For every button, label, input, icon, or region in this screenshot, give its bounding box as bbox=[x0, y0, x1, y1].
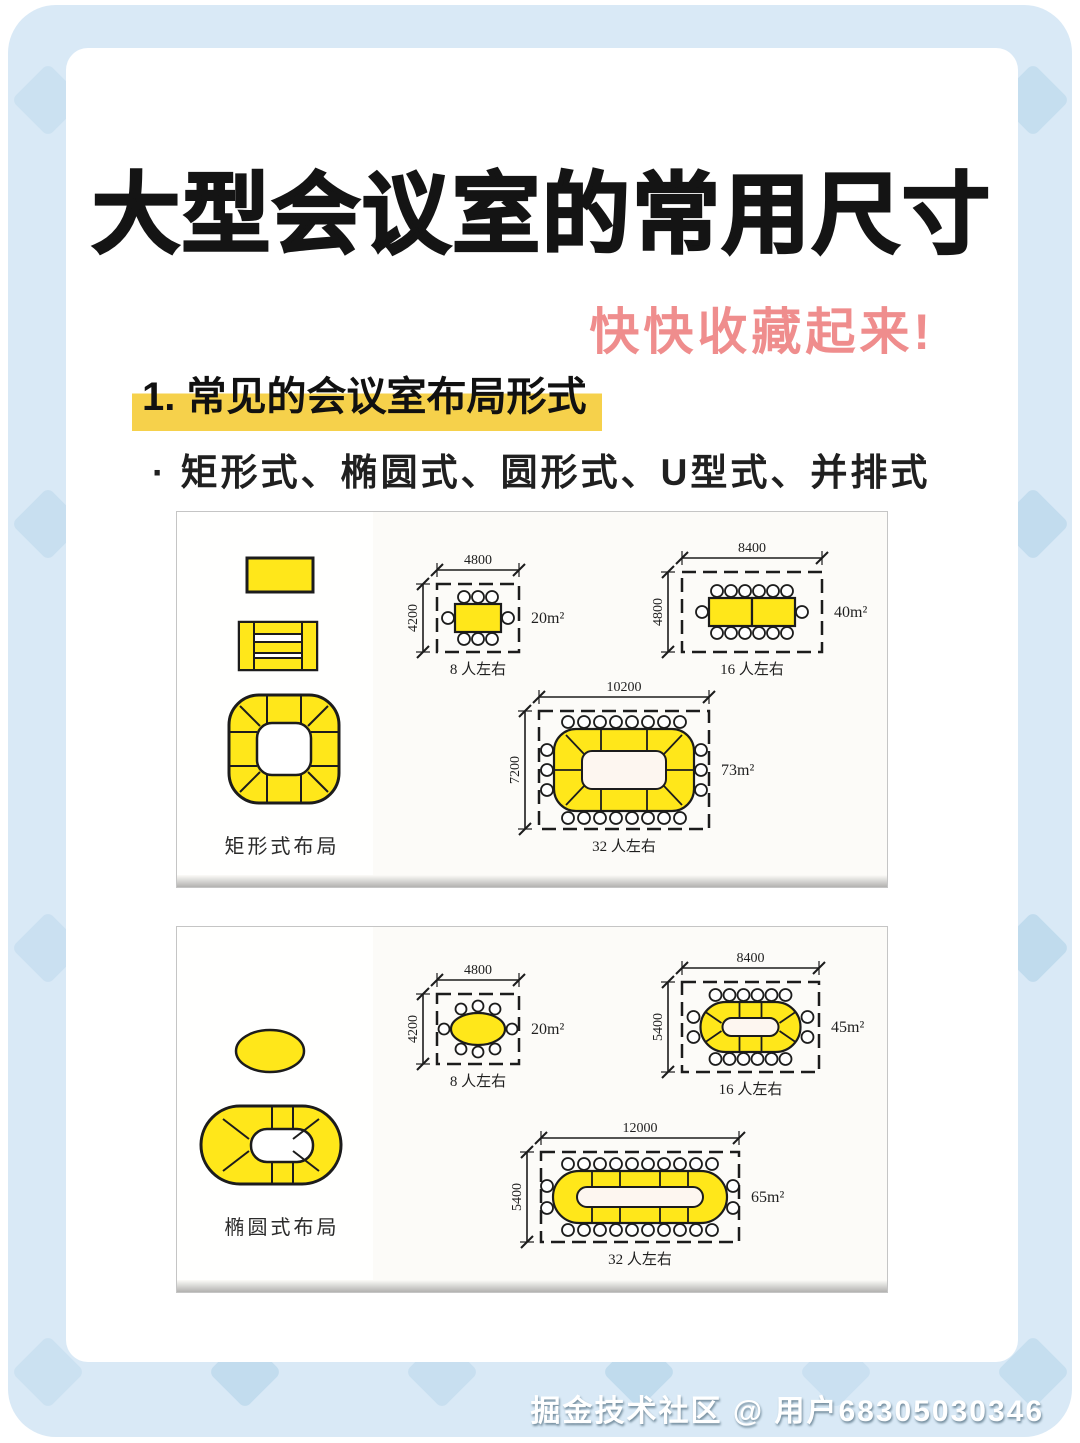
table-shape bbox=[686, 988, 815, 1066]
chairs-group bbox=[695, 584, 809, 640]
section-heading: 1. 常见的会议室布局形式 bbox=[132, 362, 603, 431]
capacity-label: 8 人左右 bbox=[450, 1073, 506, 1090]
table-shape bbox=[441, 590, 515, 646]
section-heading-text: 1. 常见的会议室布局形式 bbox=[132, 362, 603, 431]
content-card: 大型会议室的常用尺寸 快快收藏起来! 1. 常见的会议室布局形式 · 矩形式、椭… bbox=[66, 48, 1018, 1362]
dimension-height: 4200 bbox=[406, 577, 430, 659]
room-diagram-ellipse-table: 4800 4200 20m² 8 人左右 bbox=[406, 963, 564, 1090]
table-shape bbox=[540, 715, 708, 825]
width-dimension-label: 8400 bbox=[737, 951, 765, 966]
dimension-height: 4800 bbox=[651, 565, 675, 659]
table-shape bbox=[540, 1157, 740, 1237]
height-dimension-label: 5400 bbox=[651, 1013, 666, 1041]
room-boundary bbox=[539, 1150, 741, 1244]
dimension-width: 8400 bbox=[675, 951, 826, 975]
room-boundary bbox=[680, 570, 824, 654]
ellipse-table-icon bbox=[234, 1028, 306, 1074]
chairs-group bbox=[686, 988, 815, 1066]
room-boundary bbox=[435, 992, 521, 1066]
width-dimension-label: 12000 bbox=[623, 1122, 658, 1136]
capacity-label: 32 人左右 bbox=[608, 1251, 672, 1268]
capacity-label: 32 人左右 bbox=[592, 838, 656, 855]
area-label: 20m² bbox=[531, 1021, 564, 1038]
layout-types-line: · 矩形式、椭圆式、圆形式、U型式、并排式 bbox=[152, 452, 931, 493]
sectioned-rect-table-icon bbox=[237, 620, 319, 672]
room-diagram-long-oval-ring-table: 12000 5400 65m² 32 人左右 bbox=[510, 1122, 784, 1268]
rect-ring-table-icon bbox=[227, 693, 341, 805]
oval-ring-table-icon bbox=[199, 1104, 343, 1186]
area-label: 73m² bbox=[721, 762, 754, 779]
height-dimension-label: 4200 bbox=[406, 604, 421, 632]
dimension-width: 8400 bbox=[675, 541, 829, 565]
height-dimension-label: 4200 bbox=[406, 1015, 421, 1043]
rect-layout-legend bbox=[227, 556, 341, 805]
dimension-height: 7200 bbox=[508, 704, 532, 836]
height-dimension-label: 4800 bbox=[651, 598, 666, 626]
dimension-width: 12000 bbox=[534, 1122, 746, 1145]
capacity-label: 16 人左右 bbox=[719, 1081, 783, 1098]
room-diagram-rect-table: 4800 4200 20m² 8 人左右 bbox=[406, 553, 564, 678]
room-diagram-oval-ring-table: 8400 5400 45m² 16 人左右 bbox=[651, 951, 864, 1098]
chairs-group bbox=[441, 590, 515, 646]
height-dimension-label: 5400 bbox=[510, 1183, 525, 1211]
chairs-group bbox=[540, 1157, 740, 1237]
room-boundary bbox=[537, 709, 711, 831]
oval-layout-panel: 椭圆式布局 4800 4200 20m² 8 人左右 8400 5400 45m² 16 人左… bbox=[176, 926, 888, 1293]
legend-label-oval: 椭圆式布局 bbox=[224, 1217, 340, 1239]
watermark: 掘金技术社区 @ 用户68305030346 bbox=[530, 1395, 1044, 1428]
chairs-group bbox=[437, 999, 519, 1059]
height-dimension-label: 7200 bbox=[508, 756, 523, 784]
rect-layout-panel: 矩形式布局 4800 4200 20m² 8 人左右 8400 4800 40m² 16 人左… bbox=[176, 511, 888, 888]
dimension-height: 5400 bbox=[510, 1145, 534, 1249]
table-shape bbox=[437, 999, 519, 1059]
dimension-width: 4800 bbox=[430, 963, 526, 987]
area-label: 65m² bbox=[751, 1189, 784, 1206]
width-dimension-label: 4800 bbox=[464, 553, 492, 568]
width-dimension-label: 10200 bbox=[607, 680, 642, 695]
area-label: 45m² bbox=[831, 1019, 864, 1036]
dimension-height: 5400 bbox=[651, 975, 675, 1079]
dimension-width: 10200 bbox=[532, 680, 716, 704]
area-label: 20m² bbox=[531, 610, 564, 627]
dimension-width: 4800 bbox=[430, 553, 526, 577]
page-title: 大型会议室的常用尺寸 bbox=[91, 164, 992, 266]
subtitle-pink: 快快收藏起来! bbox=[589, 304, 934, 360]
area-label: 40m² bbox=[834, 604, 867, 621]
width-dimension-label: 8400 bbox=[738, 541, 766, 556]
table-shape bbox=[695, 584, 809, 640]
capacity-label: 16 人左右 bbox=[720, 661, 784, 678]
single-rect-table-icon bbox=[245, 556, 315, 594]
dimension-height: 4200 bbox=[406, 987, 430, 1071]
capacity-label: 8 人左右 bbox=[450, 661, 506, 678]
legend-label-rect: 矩形式布局 bbox=[224, 836, 340, 858]
room-diagram-double-rect-table: 8400 4800 40m² 16 人左右 bbox=[651, 541, 867, 678]
room-diagram-rect-ring-table: 10200 7200 73m² 32 人左右 bbox=[508, 680, 754, 855]
room-boundary bbox=[435, 582, 521, 654]
room-boundary bbox=[680, 980, 821, 1074]
oval-layout-legend bbox=[199, 1028, 343, 1186]
width-dimension-label: 4800 bbox=[464, 963, 492, 978]
